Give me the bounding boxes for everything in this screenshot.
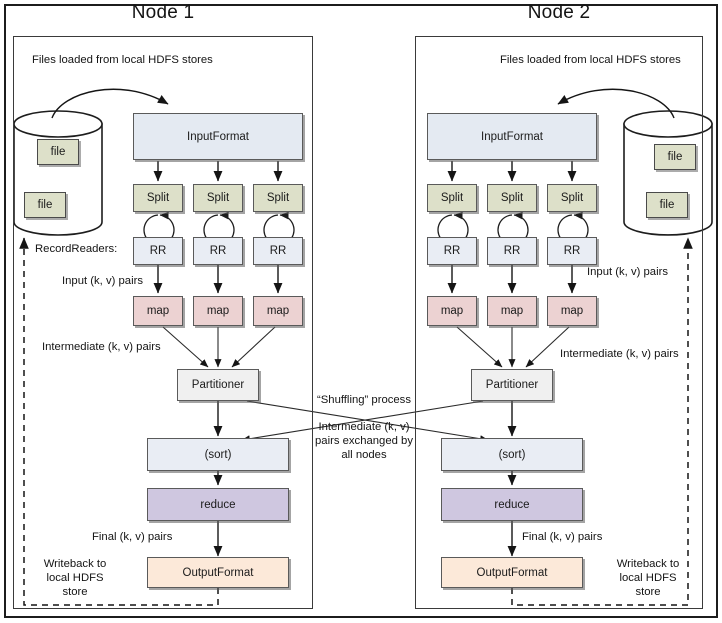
final-pairs-label-left: Final (k, v) pairs — [92, 531, 173, 543]
reduce-right[interactable]: reduce — [441, 488, 583, 521]
map-left-3[interactable]: map — [253, 296, 303, 326]
writeback-label-right: Writeback to local HDFS store — [616, 558, 680, 598]
recordreaders-label-left: RecordReaders: — [35, 243, 118, 255]
record-reader-left-3[interactable]: RR — [253, 237, 303, 265]
record-reader-left-1[interactable]: RR — [133, 237, 183, 265]
intermediate-pairs-label-right: Intermediate (k, v) pairs — [560, 348, 679, 360]
map-left-1[interactable]: map — [133, 296, 183, 326]
file-box-right-2: file — [646, 192, 688, 218]
output-format-left[interactable]: OutputFormat — [147, 557, 289, 588]
partitioner-left[interactable]: Partitioner — [177, 369, 259, 401]
partitioner-right[interactable]: Partitioner — [471, 369, 553, 401]
reduce-left[interactable]: reduce — [147, 488, 289, 521]
record-reader-right-1[interactable]: RR — [427, 237, 477, 265]
writeback-label-left: Writeback to local HDFS store — [43, 558, 107, 598]
node-2-title: Node 2 — [527, 2, 591, 23]
file-box-left-1: file — [37, 139, 79, 165]
file-box-right-1: file — [654, 144, 696, 170]
sort-right[interactable]: (sort) — [441, 438, 583, 471]
sort-left[interactable]: (sort) — [147, 438, 289, 471]
split-left-1[interactable]: Split — [133, 184, 183, 212]
record-reader-right-3[interactable]: RR — [547, 237, 597, 265]
map-right-1[interactable]: map — [427, 296, 477, 326]
input-format-right[interactable]: InputFormat — [427, 113, 597, 160]
output-format-right[interactable]: OutputFormat — [441, 557, 583, 588]
shuffling-process-label: “Shuffling” process — [317, 394, 411, 406]
final-pairs-label-right: Final (k, v) pairs — [522, 531, 603, 543]
split-left-3[interactable]: Split — [253, 184, 303, 212]
map-right-3[interactable]: map — [547, 296, 597, 326]
split-right-2[interactable]: Split — [487, 184, 537, 212]
record-reader-right-2[interactable]: RR — [487, 237, 537, 265]
files-loaded-label-right: Files loaded from local HDFS stores — [500, 54, 681, 66]
split-left-2[interactable]: Split — [193, 184, 243, 212]
split-right-1[interactable]: Split — [427, 184, 477, 212]
page-border — [4, 4, 718, 618]
intermediate-pairs-label-left: Intermediate (k, v) pairs — [42, 341, 161, 353]
file-box-left-2: file — [24, 192, 66, 218]
node-2-box — [415, 36, 703, 609]
input-pairs-label-left: Input (k, v) pairs — [62, 275, 143, 287]
files-loaded-label-left: Files loaded from local HDFS stores — [32, 54, 213, 66]
map-left-2[interactable]: map — [193, 296, 243, 326]
map-right-2[interactable]: map — [487, 296, 537, 326]
split-right-3[interactable]: Split — [547, 184, 597, 212]
node-1-title: Node 1 — [131, 2, 195, 23]
record-reader-left-2[interactable]: RR — [193, 237, 243, 265]
node-1-box — [13, 36, 313, 609]
input-format-left[interactable]: InputFormat — [133, 113, 303, 160]
input-pairs-label-right: Input (k, v) pairs — [587, 266, 668, 278]
intermediate-exchange-label: Intermediate (k, v) pairs exchanged by a… — [315, 421, 413, 461]
